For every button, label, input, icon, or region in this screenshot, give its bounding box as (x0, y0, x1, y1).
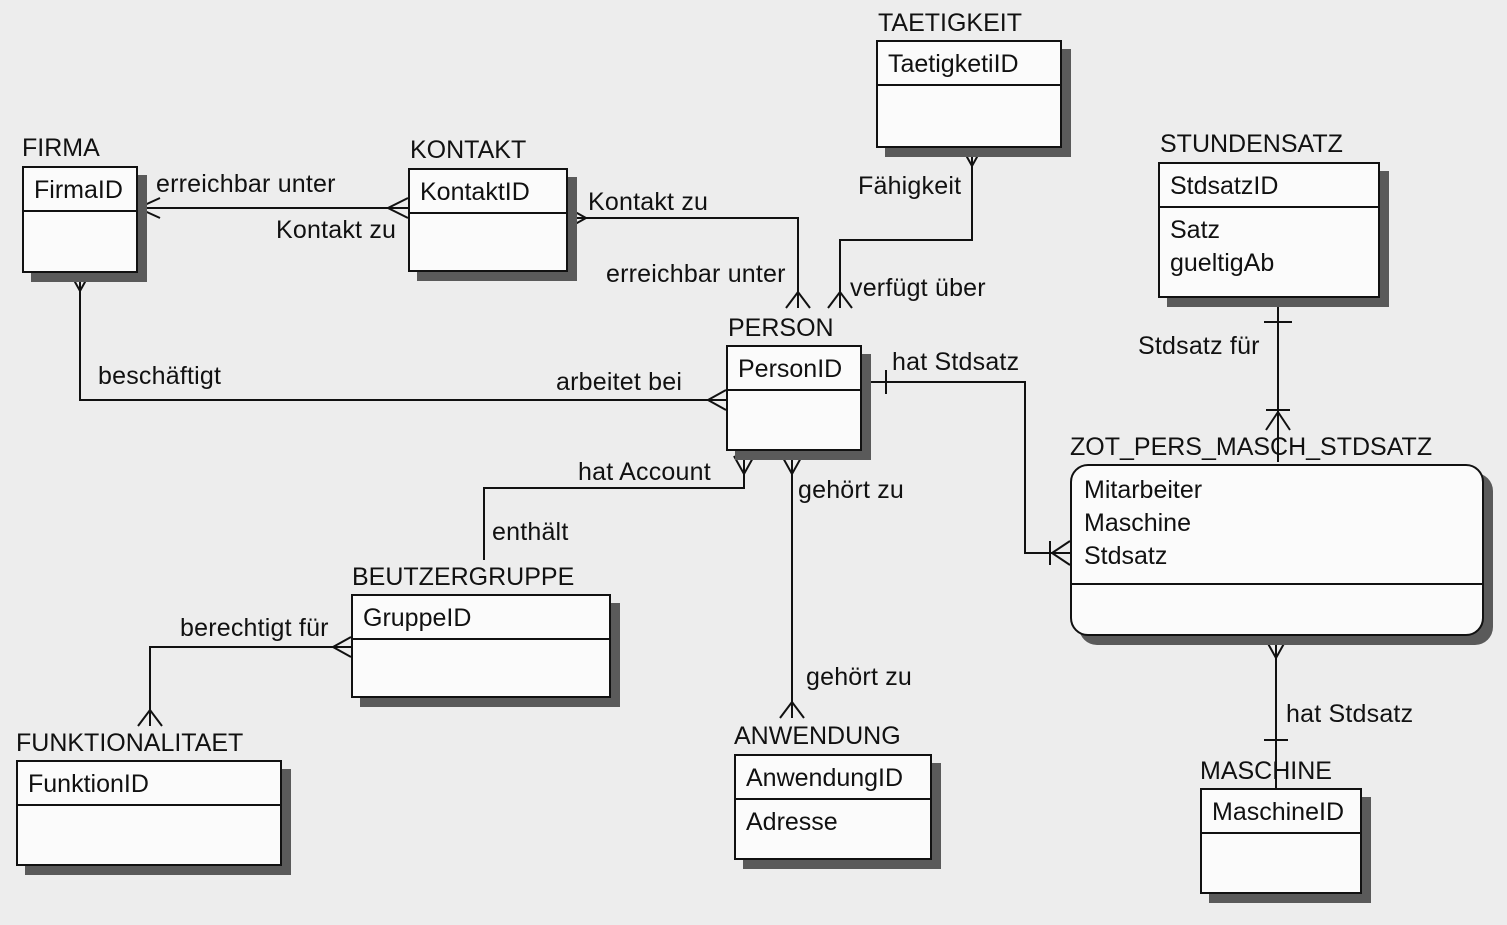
rel-label-kontakt-zu-person: Kontakt zu (588, 188, 709, 216)
rel-label-erreichbar-unter-person: erreichbar unter (606, 260, 786, 288)
attribute-maschine: Maschine (1084, 509, 1191, 537)
attribute-stdsatz: Stdsatz (1084, 542, 1168, 570)
entity-title-kontakt: KONTAKT (410, 136, 527, 164)
entity-title-stundensatz: STUNDENSATZ (1160, 130, 1343, 158)
attribute-satz: Satz (1170, 216, 1221, 244)
entity-person[interactable]: PersonID (726, 345, 862, 451)
rel-label-verfuegt-ueber: verfügt über (850, 274, 986, 302)
primary-key-firma: FirmaID (24, 168, 136, 212)
entity-title-person: PERSON (728, 314, 834, 342)
entity-title-taetigkeit: TAETIGKEIT (878, 9, 1022, 37)
rel-label-gehoert-zu-1: gehört zu (798, 476, 905, 504)
rel-label-hat-stdsatz-maschine: hat Stdsatz (1286, 700, 1414, 728)
primary-key-maschine: MaschineID (1202, 790, 1360, 834)
entity-title-anwendung: ANWENDUNG (734, 722, 901, 750)
rel-label-faehigkeit: Fähigkeit (858, 172, 962, 200)
entity-kontakt[interactable]: KontaktID (408, 168, 568, 272)
zot-key-section: Mitarbeiter Maschine Stdsatz (1072, 466, 1482, 585)
rel-label-stdsatz-fuer: Stdsatz für (1138, 332, 1260, 360)
entity-title-funktionalitaet: FUNKTIONALITAET (16, 729, 244, 757)
primary-key-funktionalitaet: FunktionID (18, 762, 280, 806)
entity-title-zot: ZOT_PERS_MASCH_STDSATZ (1070, 433, 1433, 461)
attribute-gueltigab: gueltigAb (1170, 249, 1275, 277)
rel-label-arbeitet-bei: arbeitet bei (556, 368, 683, 396)
rel-label-enthaelt: enthält (492, 518, 569, 546)
entity-zot-pers-masch-stdsatz[interactable]: Mitarbeiter Maschine Stdsatz (1070, 464, 1484, 636)
rel-label-gehoert-zu-2: gehört zu (806, 663, 913, 691)
entity-beutzergruppe[interactable]: GruppeID (351, 594, 611, 698)
primary-key-beutzergruppe: GruppeID (353, 596, 609, 640)
entity-anwendung[interactable]: AnwendungID Adresse (734, 754, 932, 860)
primary-key-anwendung: AnwendungID (736, 756, 930, 800)
entity-maschine[interactable]: MaschineID (1200, 788, 1362, 894)
entity-taetigkeit[interactable]: TaetigketiID (876, 40, 1062, 148)
primary-key-person: PersonID (728, 347, 860, 391)
rel-label-hat-stdsatz-person: hat Stdsatz (892, 348, 1020, 376)
attribute-adresse: Adresse (746, 808, 838, 836)
rel-label-berechtigt-fuer: berechtigt für (180, 614, 329, 642)
entity-firma[interactable]: FirmaID (22, 166, 138, 273)
primary-key-kontakt: KontaktID (410, 170, 566, 214)
entity-title-maschine: MASCHINE (1200, 757, 1332, 785)
entity-title-firma: FIRMA (22, 134, 100, 162)
entity-title-beutzergruppe: BEUTZERGRUPPE (352, 563, 575, 591)
primary-key-stundensatz: StdsatzID (1160, 164, 1378, 208)
entity-stundensatz[interactable]: StdsatzID Satz gueltigAb (1158, 162, 1380, 298)
rel-label-beschaeftigt: beschäftigt (98, 362, 222, 390)
primary-key-taetigkeit: TaetigketiID (878, 42, 1060, 86)
rel-label-erreichbar-unter-firma: erreichbar unter (156, 170, 336, 198)
rel-label-kontakt-zu-firma: Kontakt zu (276, 216, 397, 244)
entity-funktionalitaet[interactable]: FunktionID (16, 760, 282, 866)
rel-label-hat-account: hat Account (578, 458, 711, 486)
attribute-mitarbeiter: Mitarbeiter (1084, 476, 1203, 504)
